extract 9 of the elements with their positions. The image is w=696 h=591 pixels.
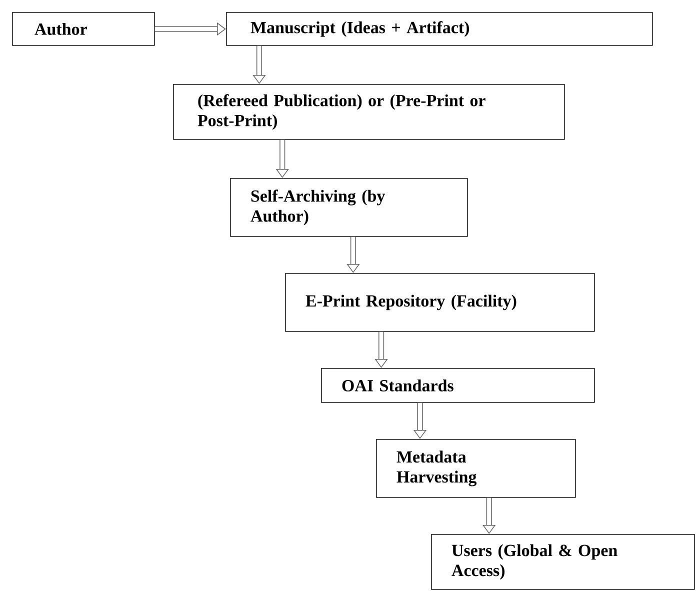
process-box: (Refereed Publication) or (Pre-Print or Post-Print): [173, 84, 565, 140]
process-box: E-Print Repository (Facility): [285, 273, 595, 332]
process-box: OAI Standards: [321, 368, 595, 403]
process-box: Metadata Harvesting: [376, 439, 576, 498]
process-box: Self-Archiving (by Author): [230, 178, 468, 237]
process-box: Author: [12, 12, 155, 46]
arrow: [482, 498, 496, 534]
process-box: Manuscript (Ideas + Artifact): [226, 12, 653, 46]
process-box: Users (Global & Open Access): [431, 534, 695, 590]
